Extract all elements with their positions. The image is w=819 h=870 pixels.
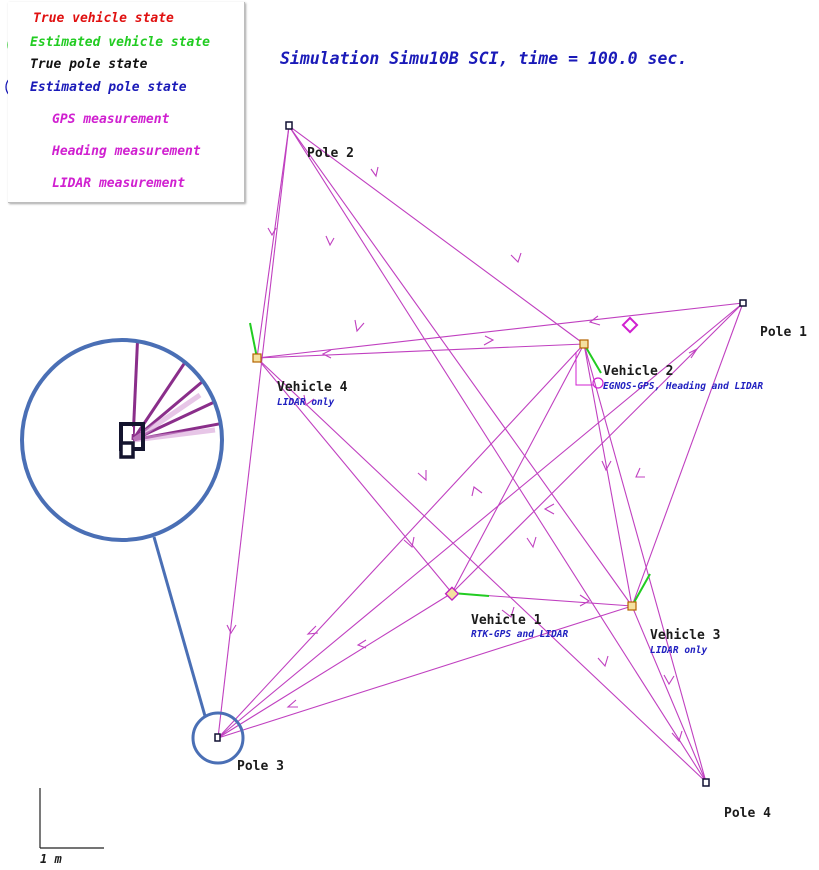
pole-4-label: Pole 4 — [724, 806, 771, 821]
vehicle-1-label: Vehicle 1 — [471, 613, 542, 628]
trajectory-segment — [256, 125, 290, 359]
arrowhead — [306, 625, 319, 635]
arrowhead — [579, 594, 591, 607]
vehicle-3-heading-line — [631, 573, 651, 607]
scale-bar-label: 1 m — [40, 852, 62, 866]
trajectory-segment — [256, 343, 585, 359]
vehicle-4-label: Vehicle 4 — [277, 380, 348, 395]
legend-lidar: LIDAR measurement — [52, 176, 186, 191]
trajectory-segment — [451, 343, 585, 594]
legend-true-vehicle: True vehicle state — [33, 11, 174, 26]
trajectory-segment — [631, 302, 744, 607]
legend-estimated-pole: Estimated pole state — [30, 80, 187, 95]
zoom-inset-circle — [20, 338, 224, 542]
pole-2-marker — [285, 121, 293, 130]
zoom-connector-line — [152, 536, 207, 717]
trajectory-segment — [288, 125, 707, 783]
arrowhead — [543, 503, 555, 515]
arrowhead — [286, 699, 298, 708]
arrowhead — [597, 655, 609, 668]
arrowhead — [501, 606, 515, 618]
arrowhead — [663, 674, 675, 686]
vehicle-2-heading-line — [583, 343, 602, 374]
arrowhead — [303, 394, 315, 406]
arrowhead — [417, 470, 427, 482]
vehicle-3-marker — [627, 601, 637, 611]
pole-3-marker — [214, 733, 221, 742]
arrowhead — [356, 639, 367, 649]
arrowhead — [267, 227, 277, 237]
vehicle-2-heading-circle — [592, 377, 604, 389]
pole-1-label: Pole 1 — [760, 325, 807, 340]
trajectory-segment — [256, 357, 707, 783]
arrowhead — [354, 319, 365, 333]
direction-arrows — [226, 166, 699, 743]
vehicle-2-gps-tick — [575, 352, 594, 386]
vehicle-2-sensors: EGNOS-GPS, Heading and LIDAR — [603, 381, 764, 392]
arrowhead — [688, 347, 699, 359]
pole-2-label: Pole 2 — [307, 146, 354, 161]
vehicle-2-label: Vehicle 2 — [603, 364, 674, 379]
arrowhead — [325, 235, 335, 247]
trajectory-segment — [583, 343, 633, 607]
zoom-source-circle — [191, 711, 245, 765]
pole-4-marker — [702, 778, 710, 787]
vehicle-1-marker — [444, 586, 460, 602]
arrowhead — [226, 624, 237, 635]
scale-bar — [39, 788, 104, 849]
trajectory-segment — [217, 302, 744, 739]
vehicle-3-label: Vehicle 3 — [650, 628, 721, 643]
arrowhead — [483, 335, 495, 346]
trajectory-segment — [217, 605, 633, 739]
arrowhead — [321, 349, 332, 359]
vehicle-2-marker — [579, 339, 589, 349]
trajectory-lines — [217, 125, 744, 783]
vehicle-4-sensors: LIDAR only — [277, 397, 335, 408]
legend-true-pole: True pole state — [30, 57, 148, 72]
arrowhead — [671, 730, 683, 743]
pole-1-marker — [739, 299, 747, 307]
trajectory-segment — [217, 125, 290, 739]
vehicle-1-sensors: RTK-GPS and LIDAR — [471, 629, 569, 640]
trajectory-segment — [217, 592, 453, 739]
trajectory-segment — [288, 125, 633, 607]
arrowhead — [635, 467, 645, 478]
arrowhead — [370, 166, 379, 178]
simulation-title: Simulation Simu10B SCI, time = 100.0 sec… — [280, 49, 688, 68]
trajectory-segment — [583, 343, 707, 783]
arrowhead — [601, 460, 612, 472]
legend — [8, 2, 245, 203]
vehicle-3-sensors: LIDAR only — [650, 645, 708, 656]
legend-heading: Heading measurement — [52, 144, 201, 159]
vehicle-4-marker — [252, 353, 262, 363]
arrowhead — [510, 252, 522, 264]
trajectory-segment — [256, 357, 453, 594]
arrowhead — [403, 536, 415, 549]
legend-gps: GPS measurement — [52, 112, 170, 127]
trajectory-segment — [288, 125, 585, 345]
pole-3-label: Pole 3 — [237, 759, 284, 774]
zoom-inset-content — [22, 340, 222, 540]
trajectory-segment — [631, 605, 707, 783]
heading-measurement-marker — [621, 316, 639, 334]
arrowhead — [471, 486, 483, 497]
vehicle-4-heading-line — [249, 322, 258, 359]
legend-estimated-vehicle: Estimated vehicle state — [30, 35, 211, 50]
trajectory-segment — [451, 302, 744, 594]
arrowhead — [526, 536, 537, 549]
arrowhead — [588, 315, 601, 326]
trajectory-segment — [256, 302, 744, 359]
trajectory-segment — [217, 343, 585, 739]
